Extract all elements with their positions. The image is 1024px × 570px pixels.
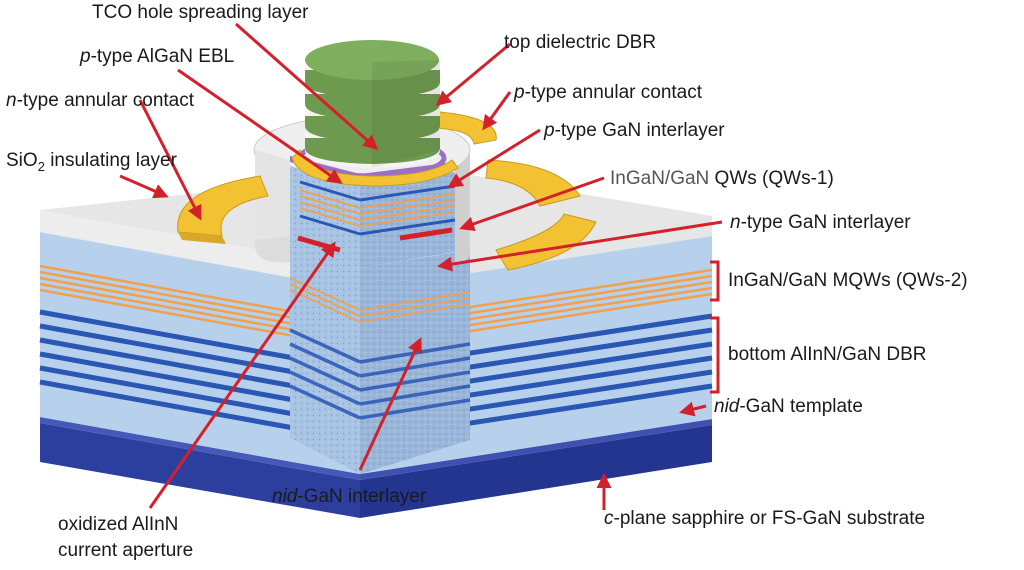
- label-sio2-b: insulating layer: [44, 150, 177, 171]
- label-mqws2: InGaN/GaN MQWs (QWs-2): [728, 270, 968, 291]
- label-nid-interlayer: nid-GaN interlayer: [272, 486, 426, 508]
- label-p-gan: p-type GaN interlayer: [544, 120, 725, 142]
- label-template: nid-GaN template: [714, 396, 863, 418]
- label-nid-inter-rest: -GaN interlayer: [297, 486, 427, 507]
- annotation-arrows: [119, 22, 723, 510]
- label-p-gan-prefix: p: [544, 120, 555, 141]
- brackets: [710, 260, 720, 394]
- label-p-contact-prefix: p: [514, 82, 525, 103]
- label-substrate-prefix: c: [604, 508, 614, 529]
- substrate: [40, 417, 712, 518]
- label-ebl-rest: -type AlGaN EBL: [90, 46, 235, 67]
- label-n-contact-prefix: n: [6, 90, 17, 111]
- label-p-contact-rest: -type annular contact: [524, 82, 703, 103]
- label-n-gan-rest: -type GaN interlayer: [740, 212, 911, 233]
- label-template-prefix: nid: [714, 396, 740, 417]
- label-tco: TCO hole spreading layer: [92, 2, 309, 23]
- label-nid-inter-prefix: nid: [272, 486, 298, 507]
- label-qws1: InGaN/GaN QWs (QWs-1): [610, 168, 834, 190]
- label-qws1-b: QWs (QWs-1): [709, 168, 834, 189]
- label-n-contact-rest: -type annular contact: [16, 90, 195, 111]
- label-substrate: c-plane sapphire or FS-GaN substrate: [604, 508, 925, 530]
- label-oxidized-1: oxidized AlInN: [58, 514, 179, 535]
- top-dbr: [305, 40, 440, 168]
- label-top-dbr: top dielectric DBR: [504, 32, 657, 53]
- label-n-gan: n-type GaN interlayer: [730, 212, 911, 234]
- label-ebl-prefix: p: [80, 46, 91, 67]
- label-oxidized-2: current aperture: [58, 540, 194, 561]
- label-p-gan-rest: -type GaN interlayer: [554, 120, 725, 141]
- cutaway: [289, 236, 471, 474]
- label-n-contact: n-type annular contact: [6, 90, 194, 112]
- label-substrate-rest: -plane sapphire or FS-GaN substrate: [613, 508, 926, 529]
- label-n-gan-prefix: n: [730, 212, 741, 233]
- mesa-cutaway-layers: [290, 137, 456, 268]
- label-qws1-a: InGaN/GaN: [610, 168, 710, 189]
- label-p-contact: p-type annular contact: [514, 82, 702, 104]
- label-sio2-sub: 2: [37, 158, 45, 174]
- label-sio2: SiO2 insulating layer: [6, 150, 177, 178]
- label-ebl: p-type AlGaN EBL: [80, 46, 234, 68]
- label-template-rest: -GaN template: [739, 396, 863, 417]
- label-bottom-dbr: bottom AlInN/GaN DBR: [728, 344, 927, 365]
- label-sio2-a: SiO: [6, 150, 38, 171]
- label-oxidized: oxidized AlInN current aperture: [58, 512, 193, 564]
